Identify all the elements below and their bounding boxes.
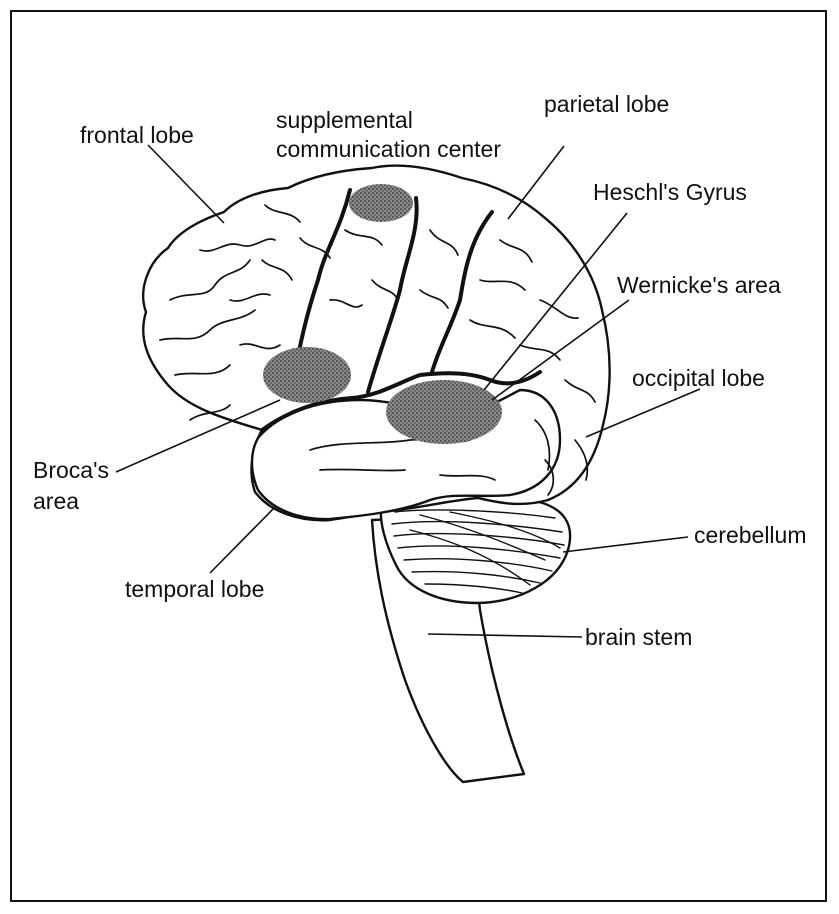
label-brocas-line1: Broca's [33, 457, 109, 483]
brocas-area-region [263, 347, 351, 403]
label-brocas-line2: area [33, 488, 79, 514]
label-brain-stem: brain stem [585, 624, 692, 650]
label-supplemental-line2: communication center [276, 136, 501, 162]
label-wernickes-area: Wernicke's area [617, 272, 781, 298]
label-supplemental-line1: supplemental [276, 107, 413, 133]
label-temporal-lobe: temporal lobe [125, 576, 264, 602]
label-cerebellum: cerebellum [694, 522, 807, 548]
label-parietal-lobe: parietal lobe [544, 91, 669, 117]
label-frontal-lobe: frontal lobe [80, 122, 194, 148]
supplemental-communication-center-region [349, 184, 413, 222]
label-occipital-lobe: occipital lobe [632, 365, 765, 391]
label-heschls-gyrus: Heschl's Gyrus [593, 179, 747, 205]
